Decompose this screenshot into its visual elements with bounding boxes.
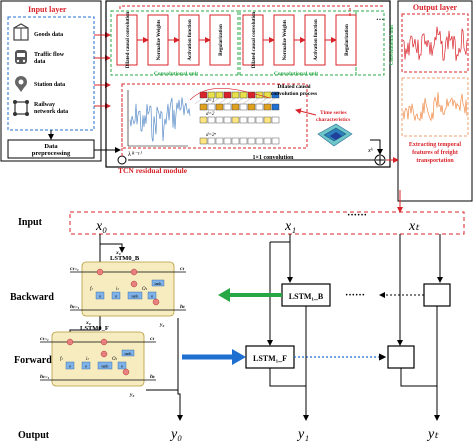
lstm-cell-backward: LSTM0_B cₜ₋₁ hₜ₋₁ cₜ hₜ σ σ tanh σ tanh fₜ iₜ Oₜ x₀ y₀: [70, 250, 186, 328]
x-out-label: xᵏ: [367, 147, 374, 154]
cell-title: LSTM0_B: [110, 255, 140, 262]
svg-text:iₜ: iₜ: [86, 357, 89, 362]
row-input-label: Input: [18, 217, 43, 228]
station-data-label: Station data: [34, 82, 65, 88]
lstm-cell-forward: LSTM0_F cₜ₋₁ hₜ₋₁ cₜ hₜ σ σ tanh σ tanh fₜ iₜ Oₜ x₀ y₀: [40, 320, 156, 398]
input-sequence-box: [69, 211, 465, 235]
bilstm-section: Input Backward Forward Output x₀ x₁ xₜ ·…: [10, 210, 465, 442]
svg-text:σ: σ: [85, 364, 88, 369]
row-forward-label: Forward: [14, 355, 52, 366]
svg-text:σ: σ: [151, 294, 154, 299]
tcn-block-label-1-3: Activation function: [188, 19, 193, 60]
conv-unit-2-label: Convolutional unit: [274, 71, 318, 77]
x-in-label: λ⁽ᵏ⁻¹⁾: [127, 151, 143, 158]
railway-network-icon: [13, 100, 29, 116]
box-icon: [13, 23, 29, 41]
output-y0: y₀: [169, 427, 182, 442]
dilation-label-3: d=2ⁿ: [206, 133, 216, 138]
svg-text:fₜ: fₜ: [90, 287, 93, 292]
svg-text:Oₜ: Oₜ: [142, 287, 148, 292]
input-node: [117, 155, 127, 165]
tcn-block-label-2-4: Regularization: [345, 24, 350, 56]
output-y1: y₁: [296, 427, 309, 442]
tcn-residual-label: TCN residual module: [118, 166, 188, 175]
svg-text:y₀: y₀: [159, 322, 164, 328]
tcn-block-label-1-4: Regularization: [219, 24, 224, 56]
conv-unit-3-label: Convolutional unit: [390, 25, 395, 65]
tcn-block-label-2-2: Normalize Weights: [283, 20, 288, 61]
svg-text:cₜ: cₜ: [150, 336, 154, 342]
output-signal-2: [402, 92, 468, 122]
svg-text:Oₜ: Oₜ: [112, 357, 118, 362]
svg-text:hₜ₋₁: hₜ₋₁: [70, 304, 80, 310]
data-preprocessing-box: [7, 139, 95, 159]
conv-unit-1-label: Convolutional unit: [154, 71, 198, 77]
dilated-grid: [189, 88, 280, 145]
svg-text:tanh: tanh: [155, 281, 162, 286]
tcn-module: Dilated causal convolution Normalize Weig…: [105, 0, 395, 175]
conv-unit-1: [110, 10, 241, 76]
input-layer-title: Input layer: [28, 5, 67, 14]
tcn-block-label-1-2: Normalize Weights: [157, 20, 162, 61]
input-x1: x₁: [284, 219, 296, 234]
lstm-forward-label: LSTM₁_F: [253, 354, 287, 363]
svg-text:x₀: x₀: [85, 320, 91, 326]
output-yt: yₜ: [426, 427, 439, 442]
svg-text:σ: σ: [69, 364, 72, 369]
svg-text:hₜ: hₜ: [180, 304, 185, 310]
svg-text:σ: σ: [121, 364, 124, 369]
svg-text:σ: σ: [115, 294, 118, 299]
ellipsis-label: ···: [376, 15, 384, 24]
tcn-block-1-4: [209, 14, 231, 66]
backward-dots: ······: [345, 290, 365, 301]
svg-text:y₀: y₀: [129, 392, 134, 398]
lstm-forward-box-t: [387, 345, 415, 369]
input-arrows: [94, 32, 121, 153]
tcn-block-2-4: [335, 14, 357, 66]
svg-text:σ: σ: [99, 294, 102, 299]
goods-data-label: Goods data: [34, 32, 63, 38]
train-icon: [15, 50, 27, 64]
row-output-label: Output: [18, 430, 50, 441]
output-layer-title: Output layer: [413, 3, 458, 12]
input-dots: ······: [347, 210, 367, 221]
cell-title: LSTM0_F: [80, 325, 109, 332]
svg-text:tanh: tanh: [125, 351, 132, 356]
input-x0: x₀: [95, 219, 107, 234]
lstm-backward-label: LSTM₁_B: [289, 292, 324, 301]
svg-text:x₀: x₀: [115, 250, 121, 256]
svg-text:hₜ: hₜ: [150, 374, 155, 380]
svg-text:tanh: tanh: [132, 294, 139, 299]
svg-text:cₜ: cₜ: [180, 266, 184, 272]
dilation-label-1: d=1: [206, 99, 214, 104]
input-xt: xₜ: [408, 219, 420, 234]
tcn-block-label-2-3: Activation function: [314, 19, 319, 60]
tcn-block-label-1-1: Dilated causal convolution: [126, 12, 131, 69]
location-pin-icon: [15, 76, 27, 92]
lstm-backward-box-t: [423, 283, 451, 307]
conv-kernel-graphic: [317, 123, 353, 147]
svg-text:cₜ₋₁: cₜ₋₁: [70, 266, 79, 272]
time-series-plot: [127, 90, 191, 147]
svg-text:fₜ: fₜ: [60, 357, 63, 362]
dilation-label-2: d=2: [206, 112, 215, 117]
output-signal-1: [402, 26, 468, 61]
svg-text:hₜ₋₁: hₜ₋₁: [40, 374, 50, 380]
conv1x1-label: 1×1 convolution: [253, 155, 295, 161]
svg-text:tanh: tanh: [102, 364, 109, 369]
svg-text:cₜ₋₁: cₜ₋₁: [40, 336, 49, 342]
row-backward-label: Backward: [10, 292, 54, 303]
tcn-block-label-2-1: Dilated causal convolution: [252, 12, 257, 69]
svg-text:iₜ: iₜ: [116, 287, 119, 292]
